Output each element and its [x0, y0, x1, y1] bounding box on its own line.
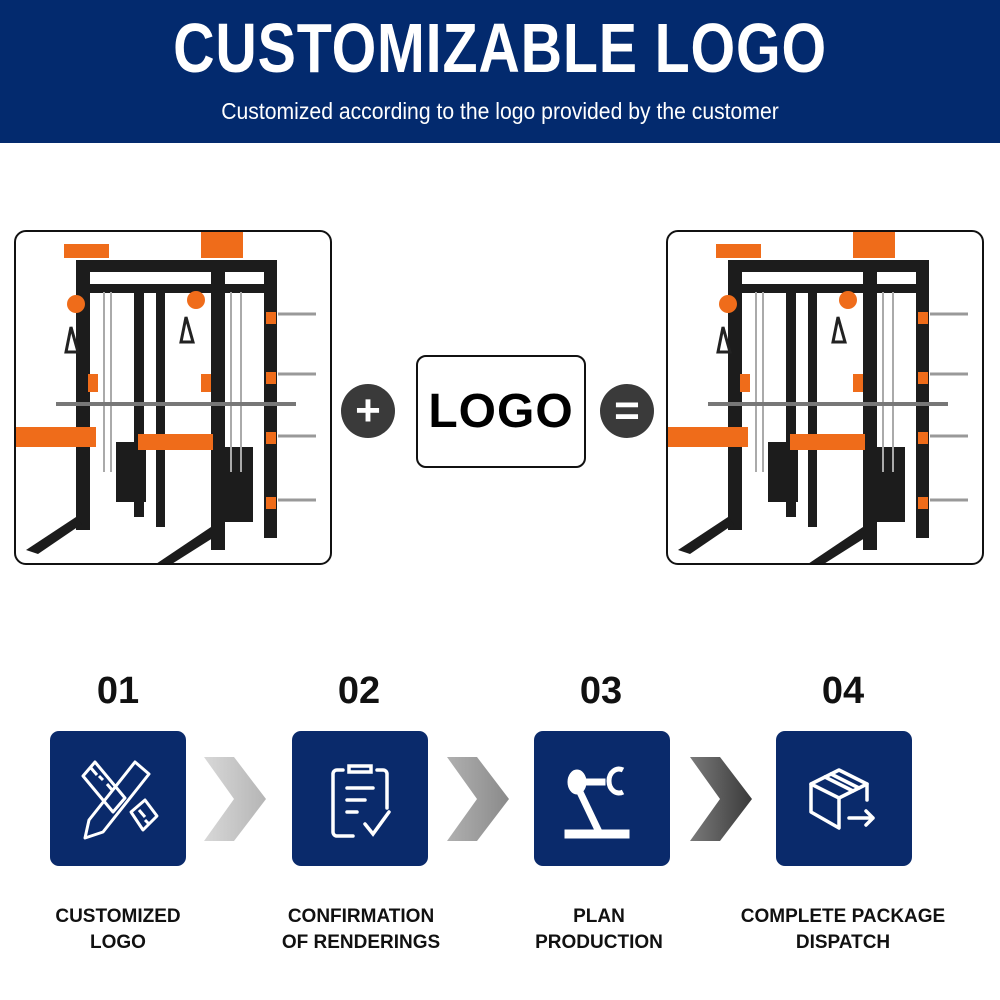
- step-label-line1: CONFIRMATION: [287, 906, 435, 927]
- step-label-line1: CUSTOMIZED: [55, 906, 181, 927]
- step-label-line2: DISPATCH: [795, 932, 891, 953]
- clipboard-check-icon: [292, 731, 428, 866]
- step-label: PLAN PRODUCTION: [479, 904, 719, 956]
- robot-arm-icon: [534, 731, 670, 866]
- equals-sign: =: [614, 386, 640, 435]
- step-label: CONFIRMATION OF RENDERINGS: [241, 904, 481, 956]
- rack-logo-mark: LOGO: [786, 250, 816, 261]
- page-title: CUSTOMIZABLE LOGO: [173, 9, 827, 87]
- step-number: 02: [337, 670, 381, 712]
- chevron-right-icon: [447, 757, 509, 841]
- box-dispatch-icon: [776, 731, 912, 866]
- chevron-right-icon: [690, 757, 752, 841]
- step-number: 04: [821, 670, 865, 712]
- gym-rack-illustration: [668, 232, 968, 563]
- plus-icon: +: [341, 384, 395, 438]
- logo-text: LOGO: [428, 385, 574, 438]
- step-label: CUSTOMIZED LOGO: [0, 904, 238, 956]
- step-label-line2: LOGO: [90, 932, 146, 953]
- customized-rack-image: LOGO: [666, 230, 984, 565]
- step-label-line1: COMPLETE PACKAGE: [740, 906, 946, 927]
- original-rack-image: [14, 230, 332, 565]
- chevron-right-icon: [204, 757, 266, 841]
- equals-icon: =: [600, 384, 654, 438]
- plus-sign: +: [355, 386, 381, 435]
- step-label-line2: OF RENDERINGS: [281, 932, 441, 953]
- header-banner: CUSTOMIZABLE LOGO Customized according t…: [0, 0, 1000, 143]
- gym-rack-illustration: [16, 232, 316, 563]
- pencil-ruler-icon: [50, 731, 186, 866]
- page-subtitle: Customized according to the logo provide…: [221, 98, 779, 124]
- step-label-line2: PRODUCTION: [535, 932, 663, 953]
- step-number: 01: [96, 670, 140, 712]
- step-label: COMPLETE PACKAGE DISPATCH: [723, 904, 963, 956]
- step-number: 03: [579, 670, 623, 712]
- step-label-line1: PLAN: [573, 906, 625, 927]
- logo-placeholder-box: LOGO: [416, 355, 586, 468]
